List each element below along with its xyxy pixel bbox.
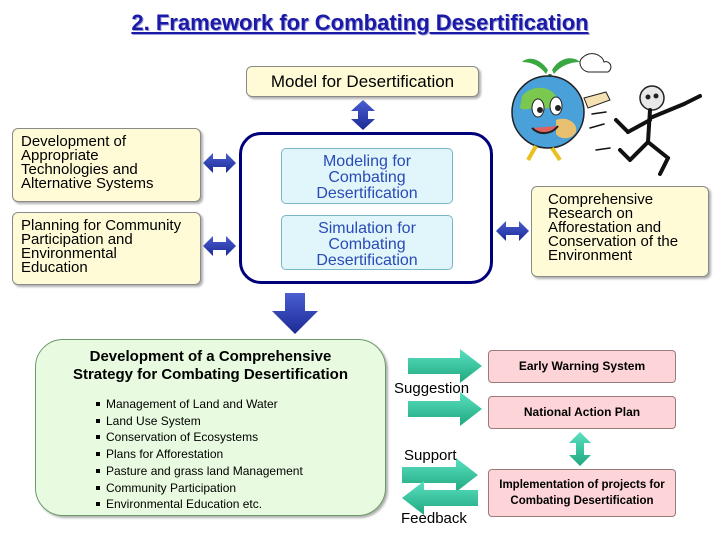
technology-line: Technologies and bbox=[21, 161, 138, 178]
research-line: Research on bbox=[548, 205, 634, 222]
earth-mascot-icon bbox=[511, 53, 612, 162]
simulation-line: Simulation for bbox=[318, 220, 416, 237]
community-line: Participation and bbox=[21, 231, 133, 248]
implementation-line: Implementation of projects for bbox=[499, 479, 665, 491]
feedback-arrow bbox=[402, 481, 478, 515]
right-link-arrow bbox=[496, 221, 529, 241]
list-item: Plans for Afforestation bbox=[96, 446, 376, 463]
community-planning-box: Planning for Community Participation and… bbox=[12, 212, 201, 285]
technology-line: Appropriate bbox=[21, 147, 99, 164]
research-line: Environment bbox=[548, 247, 633, 264]
national-plan-box: National Action Plan bbox=[488, 396, 676, 429]
modeling-line: Desertification bbox=[316, 185, 418, 202]
simulation-box: Simulation for Combating Desertification bbox=[281, 215, 453, 270]
modeling-line: Combating bbox=[328, 169, 406, 186]
feedback-label: Feedback bbox=[401, 510, 467, 527]
support-arrow bbox=[402, 458, 478, 492]
simulation-line: Desertification bbox=[316, 252, 418, 269]
list-item: Environmental Education etc. bbox=[96, 496, 376, 513]
left-link-arrow-2 bbox=[203, 236, 236, 256]
community-line: Environmental bbox=[21, 245, 117, 262]
suggestion-arrow-1 bbox=[408, 349, 482, 383]
modeling-line: Modeling for bbox=[322, 153, 412, 170]
implementation-line: Combating Desertification bbox=[510, 495, 654, 507]
list-item: Pasture and grass land Management bbox=[96, 463, 376, 480]
left-link-arrow-1 bbox=[203, 153, 236, 173]
list-item: Land Use System bbox=[96, 413, 376, 430]
technology-box: Development of Appropriate Technologies … bbox=[12, 128, 201, 202]
research-line: Conservation of the bbox=[548, 233, 679, 250]
research-line: Afforestation and bbox=[548, 219, 662, 236]
plan-link-arrow bbox=[569, 432, 591, 466]
technology-line: Development of bbox=[21, 133, 127, 150]
community-line: Education bbox=[21, 259, 88, 276]
support-label: Support bbox=[404, 447, 457, 464]
research-box: Comprehensive Research on Afforestation … bbox=[531, 186, 709, 277]
skeleton-desertification-icon bbox=[589, 85, 702, 176]
page-title: 2. Framework for Combating Desertificati… bbox=[131, 10, 589, 35]
simulation-line: Combating bbox=[328, 236, 406, 253]
strategy-list: Management of Land and Water Land Use Sy… bbox=[96, 396, 376, 513]
strategy-title: Development of a Comprehensive Strategy … bbox=[35, 348, 386, 384]
modeling-box: Modeling for Combating Desertification bbox=[281, 148, 453, 204]
research-line: Comprehensive bbox=[548, 191, 654, 208]
list-item: Community Participation bbox=[96, 480, 376, 497]
strategy-box bbox=[35, 339, 386, 516]
implementation-box: Implementation of projects for Combating… bbox=[488, 469, 676, 517]
strategy-title-line: Development of a Comprehensive bbox=[89, 348, 332, 365]
list-item: Management of Land and Water bbox=[96, 396, 376, 413]
model-box: Model for Desertification bbox=[246, 66, 479, 97]
community-line: Planning for Community bbox=[21, 217, 182, 234]
technology-line: Alternative Systems bbox=[21, 175, 154, 192]
down-arrow bbox=[272, 293, 318, 334]
suggestion-arrow-2 bbox=[408, 392, 482, 426]
model-link-arrow bbox=[351, 100, 375, 130]
strategy-title-line: Strategy for Combating Desertification bbox=[72, 366, 349, 383]
suggestion-label: Suggestion bbox=[394, 380, 470, 397]
early-warning-box: Early Warning System bbox=[488, 350, 676, 383]
list-item: Conservation of Ecosystems bbox=[96, 429, 376, 446]
